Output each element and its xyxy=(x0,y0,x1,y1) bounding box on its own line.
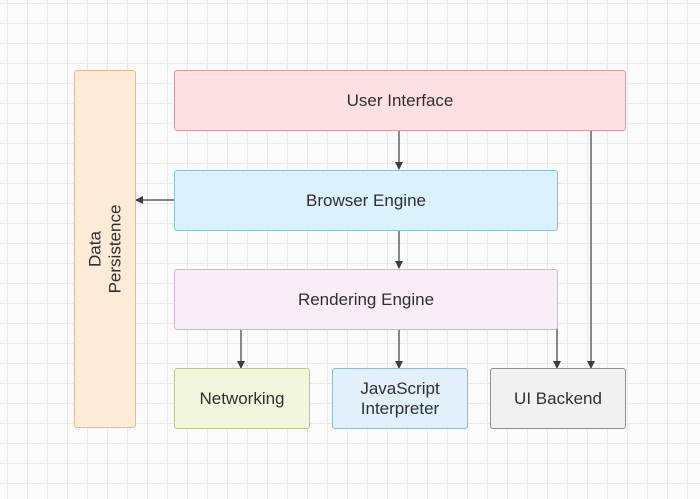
node-networking: Networking xyxy=(174,368,310,429)
node-data-persistence: Data Persistence xyxy=(74,70,136,428)
node-data-persistence-label: Data Persistence xyxy=(85,204,124,294)
node-javascript-interpreter-label: JavaScript Interpreter xyxy=(360,378,440,418)
node-user-interface: User Interface xyxy=(174,70,626,131)
node-rendering-engine: Rendering Engine xyxy=(174,269,558,330)
node-javascript-interpreter: JavaScript Interpreter xyxy=(332,368,468,429)
node-browser-engine-label: Browser Engine xyxy=(305,190,426,210)
node-user-interface-label: User Interface xyxy=(346,90,454,110)
node-ui-backend: UI Backend xyxy=(490,368,626,429)
node-networking-label: Networking xyxy=(199,388,285,408)
node-ui-backend-label: UI Backend xyxy=(514,388,602,408)
node-rendering-engine-label: Rendering Engine xyxy=(297,289,435,309)
node-browser-engine: Browser Engine xyxy=(174,170,558,231)
